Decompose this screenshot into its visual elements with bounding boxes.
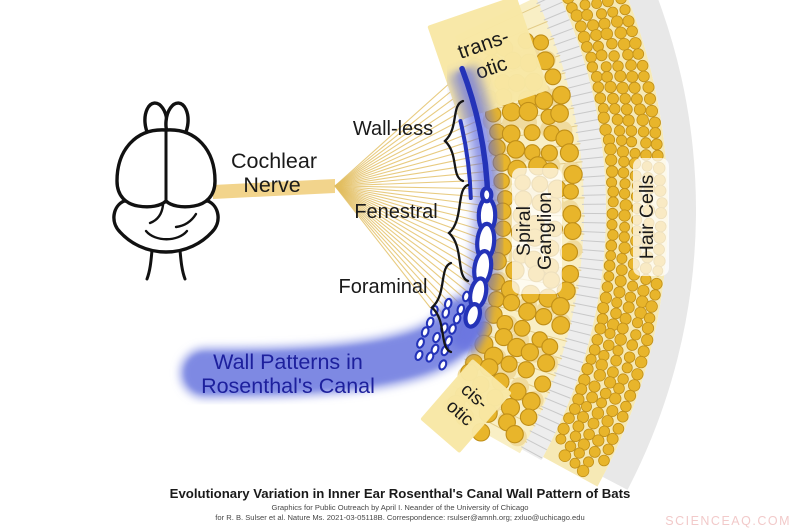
footer: Evolutionary Variation in Inner Ear Rose… (170, 486, 791, 528)
watermark: SCIENCEAQ.COM (665, 514, 791, 528)
hair-cells-label-text: Hair Cells (636, 174, 658, 259)
wall-patterns-title: Wall Patterns in (213, 350, 363, 374)
cerebellum-detail (144, 229, 189, 241)
spiral-ganglion-label-text: Spiral (513, 206, 535, 256)
cerebellum-detail (174, 212, 198, 229)
brainstem-outline (145, 248, 154, 281)
cochlear-nerve-label: Nerve (243, 173, 300, 197)
foraminal-label: Foraminal (339, 276, 428, 298)
brainstem (147, 250, 185, 280)
credit-line: for R. B. Sulser et al. Nature Ms. 2021-… (215, 513, 584, 522)
fenestral-label: Fenestral (354, 201, 437, 223)
spiral-ganglion-label-text: Ganglion (534, 192, 556, 270)
spiral-ganglion-label: Spiral Ganglion (512, 168, 562, 294)
cochlear-nerve-label: Cochlear (231, 149, 317, 173)
cerebellum (112, 199, 220, 254)
cochlear-nerve-fiber-fan (213, 72, 487, 348)
rosenthal-canal-wall (180, 64, 503, 398)
bat-brain-illustration (112, 101, 220, 281)
cis-otic-box (420, 359, 512, 453)
wall-patterns-title: Rosenthal's Canal (201, 374, 375, 398)
hair-cells-label: Hair Cells (633, 158, 669, 276)
cerebellum-detail (148, 203, 165, 225)
brainstem-outline (178, 248, 187, 281)
figure-title: Evolutionary Variation in Inner Ear Rose… (170, 486, 631, 501)
wall-pattern-section-braces (430, 99, 470, 354)
spiral-ganglion-label-bg (512, 168, 562, 294)
cis-otic-label-box: cis- otic (420, 359, 512, 453)
wall-less-label: Wall-less (353, 118, 433, 140)
hair-cells-label-bg (633, 158, 669, 276)
credit-line: Graphics for Public Outreach by April I.… (271, 503, 528, 512)
